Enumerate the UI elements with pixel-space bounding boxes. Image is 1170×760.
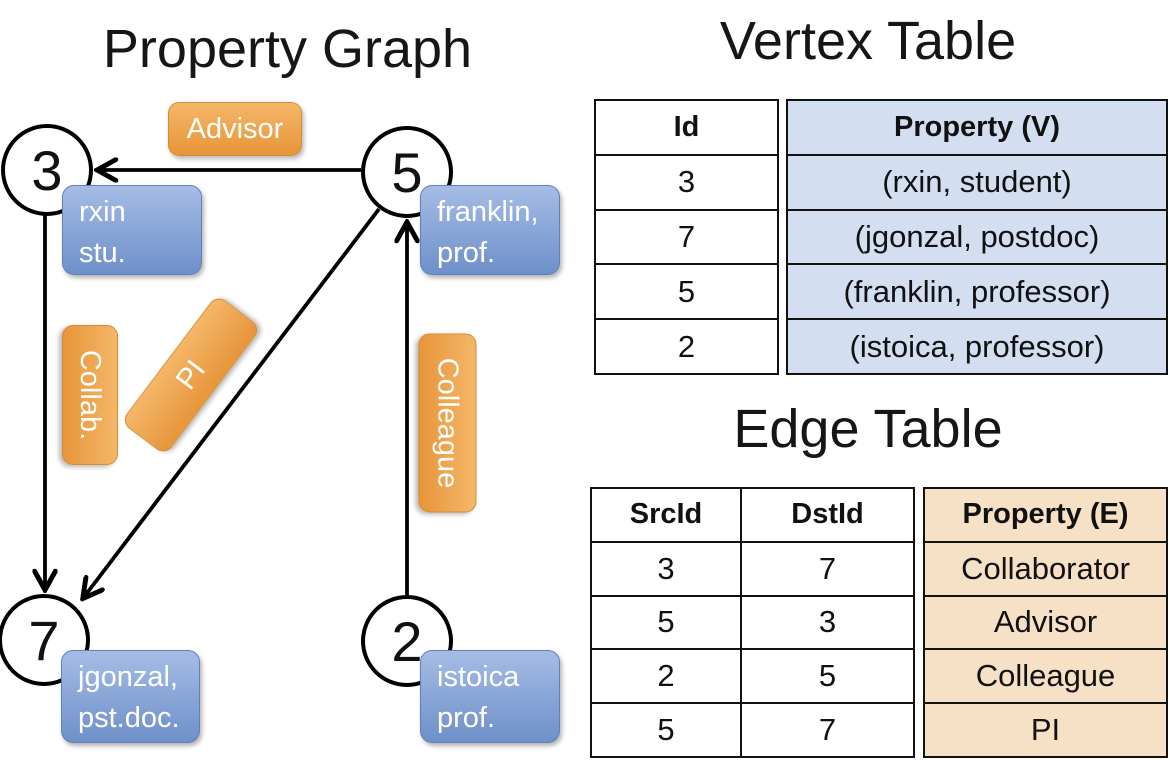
vertex-table-id-column: Id 3 7 5 2 <box>594 99 779 375</box>
property-graph-title: Property Graph <box>102 19 473 79</box>
vertex-table-cell: 5 <box>596 263 777 318</box>
edge-table-cell: Colleague <box>925 648 1166 702</box>
edge-table-cell: Collaborator <box>925 540 1166 595</box>
edge-table-cell: 3 <box>592 540 740 595</box>
node-7-id: 7 <box>28 608 60 672</box>
edge-table-property-column: Property (E) Collaborator Advisor Collea… <box>923 487 1168 758</box>
vertex-property-box-jgonzal: jgonzal, pst.doc. <box>61 650 200 743</box>
node-5-id: 5 <box>391 140 423 204</box>
vertex-table-title: Vertex Table <box>719 11 1017 71</box>
node-3-id: 3 <box>31 138 63 202</box>
vertex-property-line: pst.doc. <box>78 702 180 734</box>
vertex-property-line: prof. <box>437 237 496 269</box>
edge-label-collab: Collab. <box>62 325 118 465</box>
graph-node-3: 3 <box>1 124 93 216</box>
edge-table-cell: Advisor <box>925 594 1166 649</box>
edge-table-cell: PI <box>925 702 1166 756</box>
vertex-table-cell: (rxin, student) <box>788 153 1166 209</box>
edge-table-srcid-column: SrcId 3 5 2 5 <box>590 487 742 758</box>
edge-table-cell: 5 <box>742 648 913 702</box>
edge-table-title: Edge Table <box>733 399 1003 459</box>
vertex-table-cell: 2 <box>596 318 777 373</box>
edge-table-cell: 5 <box>592 702 740 756</box>
edge-label-advisor: Advisor <box>168 102 302 156</box>
vertex-table-cell: 7 <box>596 208 777 264</box>
edge-table-cell: 3 <box>742 594 913 649</box>
vertex-table-cell: (jgonzal, postdoc) <box>788 208 1166 264</box>
vertex-table-header-id: Id <box>673 110 700 143</box>
vertex-property-box-istoica: istoica prof. <box>420 650 560 743</box>
edge-table-cell: 5 <box>592 594 740 649</box>
vertex-property-line: jgonzal, <box>78 661 178 693</box>
edge-table-cell: 2 <box>592 648 740 702</box>
vertex-property-line: franklin, <box>437 196 539 228</box>
edge-pi-5-to-7 <box>84 207 381 597</box>
vertex-table-header-property: Property (V) <box>894 110 1060 143</box>
edge-table-header-property: Property (E) <box>962 498 1129 531</box>
edge-table-header-srcid: SrcId <box>629 498 703 531</box>
vertex-property-box-franklin: franklin, prof. <box>420 185 560 275</box>
vertex-table-cell: 3 <box>596 153 777 209</box>
node-2-id: 2 <box>391 609 423 673</box>
vertex-table-property-column: Property (V) (rxin, student) (jgonzal, p… <box>786 99 1168 375</box>
vertex-property-line: prof. <box>437 702 496 734</box>
edge-table-header-dstid: DstId <box>791 498 864 531</box>
vertex-property-line: stu. <box>79 237 126 269</box>
edge-table-cell: 7 <box>742 702 913 756</box>
vertex-property-line: istoica <box>437 661 520 693</box>
vertex-property-line: rxin <box>79 196 126 228</box>
edge-label-colleague: Colleague <box>418 333 477 513</box>
vertex-property-box-rxin: rxin stu. <box>62 185 202 275</box>
vertex-table-cell: (istoica, professor) <box>788 318 1166 373</box>
edge-table-id-columns: SrcId 3 5 2 5 DstId 7 3 5 7 <box>590 487 917 758</box>
edge-table-dstid-column: DstId 7 3 5 7 <box>740 487 915 758</box>
vertex-table-cell: (franklin, professor) <box>788 263 1166 318</box>
edge-table-cell: 7 <box>742 540 913 595</box>
